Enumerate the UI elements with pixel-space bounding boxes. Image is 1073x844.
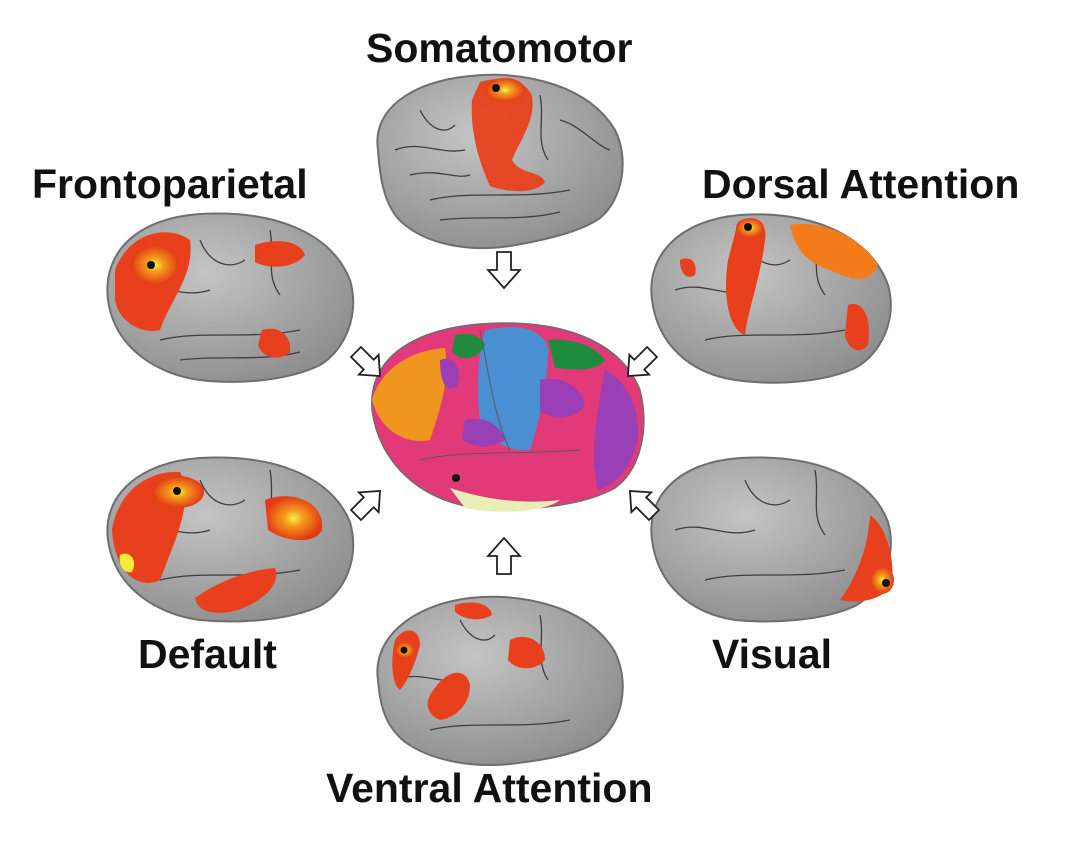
label-somatomotor: Somatomotor: [366, 25, 633, 71]
brain-ventral-attention: [376, 595, 624, 767]
brain-default: [106, 456, 355, 623]
arrow-down-icon: [485, 251, 523, 290]
label-visual: Visual: [712, 631, 833, 677]
arrow-down-right-icon: [349, 345, 382, 378]
label-dorsal-attention: Dorsal Attention: [702, 161, 1020, 207]
sulci: [394, 94, 611, 221]
arrows: [349, 251, 661, 575]
arrow-up-right-icon: [349, 489, 382, 522]
arrow-down-left-icon: [626, 345, 659, 378]
brain-frontoparietal: [106, 212, 355, 383]
seed-dot: [492, 84, 500, 92]
brain-somatomotor: [376, 73, 624, 250]
activation-somatomotor: [471, 78, 545, 192]
label-frontoparietal: Frontoparietal: [32, 161, 308, 207]
cortex-outline: [376, 595, 624, 767]
cortex-outline: [650, 213, 892, 384]
label-ventral-attention: Ventral Attention: [326, 765, 653, 811]
label-default: Default: [138, 631, 277, 677]
brain-visual: [650, 456, 894, 623]
arrow-up-left-icon: [628, 489, 661, 522]
arrow-up-icon: [485, 536, 523, 575]
brain-parcellation: [371, 322, 645, 512]
brain-dorsal-attention: [650, 213, 892, 384]
